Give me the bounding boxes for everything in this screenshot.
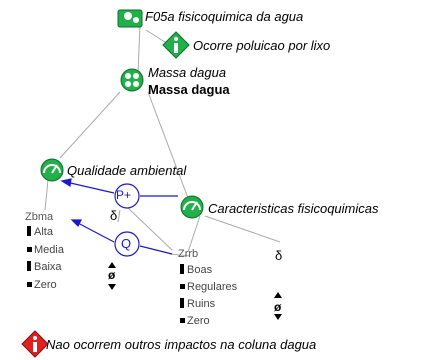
value-arrows [108, 262, 282, 320]
quantity-space-name: Zrrb [178, 248, 199, 260]
scenario-icon[interactable] [162, 31, 190, 59]
interval-marker [180, 298, 184, 308]
quantity-label-caracteristicas: Caracteristicas fisicoquimicas [208, 201, 379, 216]
interval-marker [27, 226, 31, 236]
quantity-state[interactable]: Baixa [27, 261, 62, 273]
quantity-state[interactable]: Ruins [180, 298, 215, 310]
interval-marker [180, 264, 184, 274]
scenario-label: Ocorre poluicao por lixo [193, 38, 331, 53]
quantity-gauge-icon[interactable] [40, 158, 64, 182]
model-title: F05a fisicoquimica da agua [145, 9, 304, 24]
quantity-state[interactable]: Boas [180, 264, 212, 276]
proportionality-node[interactable] [114, 183, 140, 209]
point-marker [27, 282, 32, 287]
quantity-label-qualidade: Qualidade ambiental [67, 163, 187, 178]
quantity-state[interactable]: Zero [180, 315, 210, 327]
assumption-label: Nao ocorrem outros impactos na coluna da… [46, 337, 317, 352]
delta-symbol: δ [110, 208, 118, 223]
model-icon[interactable] [117, 9, 143, 28]
assumption-icon[interactable] [21, 330, 49, 358]
delta-symbol: δ [275, 248, 283, 263]
entity-icon[interactable] [120, 68, 144, 92]
quantity-state[interactable]: Alta [27, 226, 53, 238]
quantity-state[interactable]: Zero [27, 279, 57, 291]
entity-label: Massa dagua [148, 65, 227, 80]
quantity-gauge-icon[interactable] [180, 195, 204, 219]
q-label: Q [121, 236, 132, 251]
point-marker [180, 284, 185, 289]
quantity-space-name: Zbma [25, 211, 54, 223]
interval-marker [27, 261, 31, 271]
point-marker [180, 318, 185, 323]
point-marker [27, 247, 32, 252]
quantity-state[interactable]: Regulares [180, 281, 237, 293]
influence-lines [60, 178, 178, 255]
quantity-correspondence-node[interactable] [114, 231, 140, 257]
structure-lines [44, 24, 281, 257]
empty-set-symbol: ø [274, 300, 282, 314]
p-plus-label: P+ [116, 188, 132, 202]
quantity-state[interactable]: Media [27, 244, 64, 256]
entity-name: Massa dagua [148, 82, 230, 97]
empty-set-symbol: ø [108, 268, 116, 282]
